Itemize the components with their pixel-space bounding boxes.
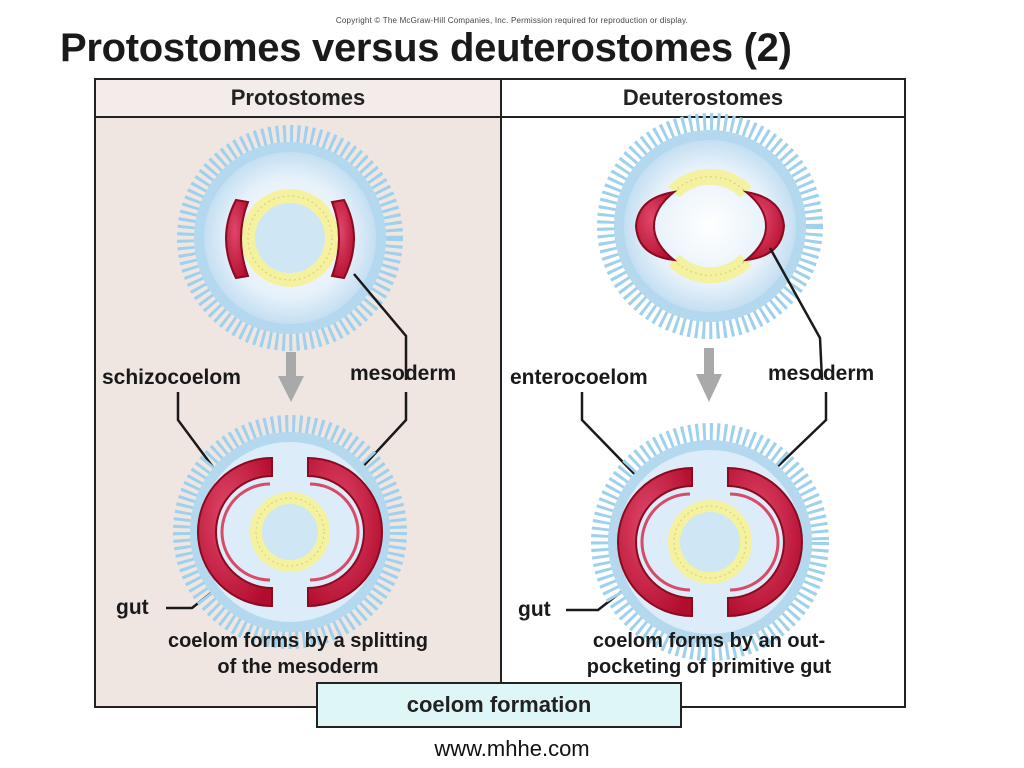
protostome-caption-line1: coelom forms by a splitting [167, 630, 429, 652]
deuterostomes-header: Deuterostomes [502, 80, 904, 118]
protostome-later-embryo [173, 415, 407, 649]
protostome-embryo-drawing [166, 125, 408, 649]
enterocoelom-label: enterocoelom [510, 366, 648, 389]
deuterostome-early-embryo [597, 113, 823, 339]
copyright-notice: Copyright © The McGraw-Hill Companies, I… [335, 16, 689, 25]
deuterostome-gut-label: gut [518, 598, 551, 621]
protostomes-header: Protostomes [96, 80, 500, 118]
deuterostome-mesoderm-label: mesoderm [768, 362, 875, 385]
protostome-mesoderm-label: mesoderm [350, 362, 457, 385]
deuterostome-embryo-drawing [566, 113, 829, 661]
protostome-caption-line2: of the mesoderm [217, 656, 379, 678]
deuterostome-caption: coelom forms by an out- pocketing of pri… [508, 628, 910, 680]
deuterostome-caption-line2: pocketing of primitive gut [586, 656, 832, 678]
deuterostome-transition-arrow [696, 348, 722, 402]
source-url: www.mhhe.com [434, 736, 590, 761]
slide-title: Protostomes versus deuterostomes (2) [60, 26, 792, 70]
schizocoelom-label: schizocoelom [102, 366, 241, 389]
deuterostome-leader-lines [566, 247, 828, 612]
deuterostome-later-embryo [591, 423, 829, 661]
protostome-early-embryo [177, 125, 403, 351]
protostomes-panel: Protostomes [96, 80, 502, 706]
protostome-gut-label: gut [116, 596, 149, 619]
deuterostome-caption-line1: coelom forms by an out- [592, 630, 826, 652]
protostome-caption: coelom forms by a splitting of the mesod… [96, 628, 500, 680]
protostome-transition-arrow [278, 352, 304, 402]
deuterostomes-panel: Deuterostomes [502, 80, 904, 706]
coelom-figure: Protostomes [94, 78, 906, 708]
coelom-formation-label: coelom formation [316, 682, 682, 728]
